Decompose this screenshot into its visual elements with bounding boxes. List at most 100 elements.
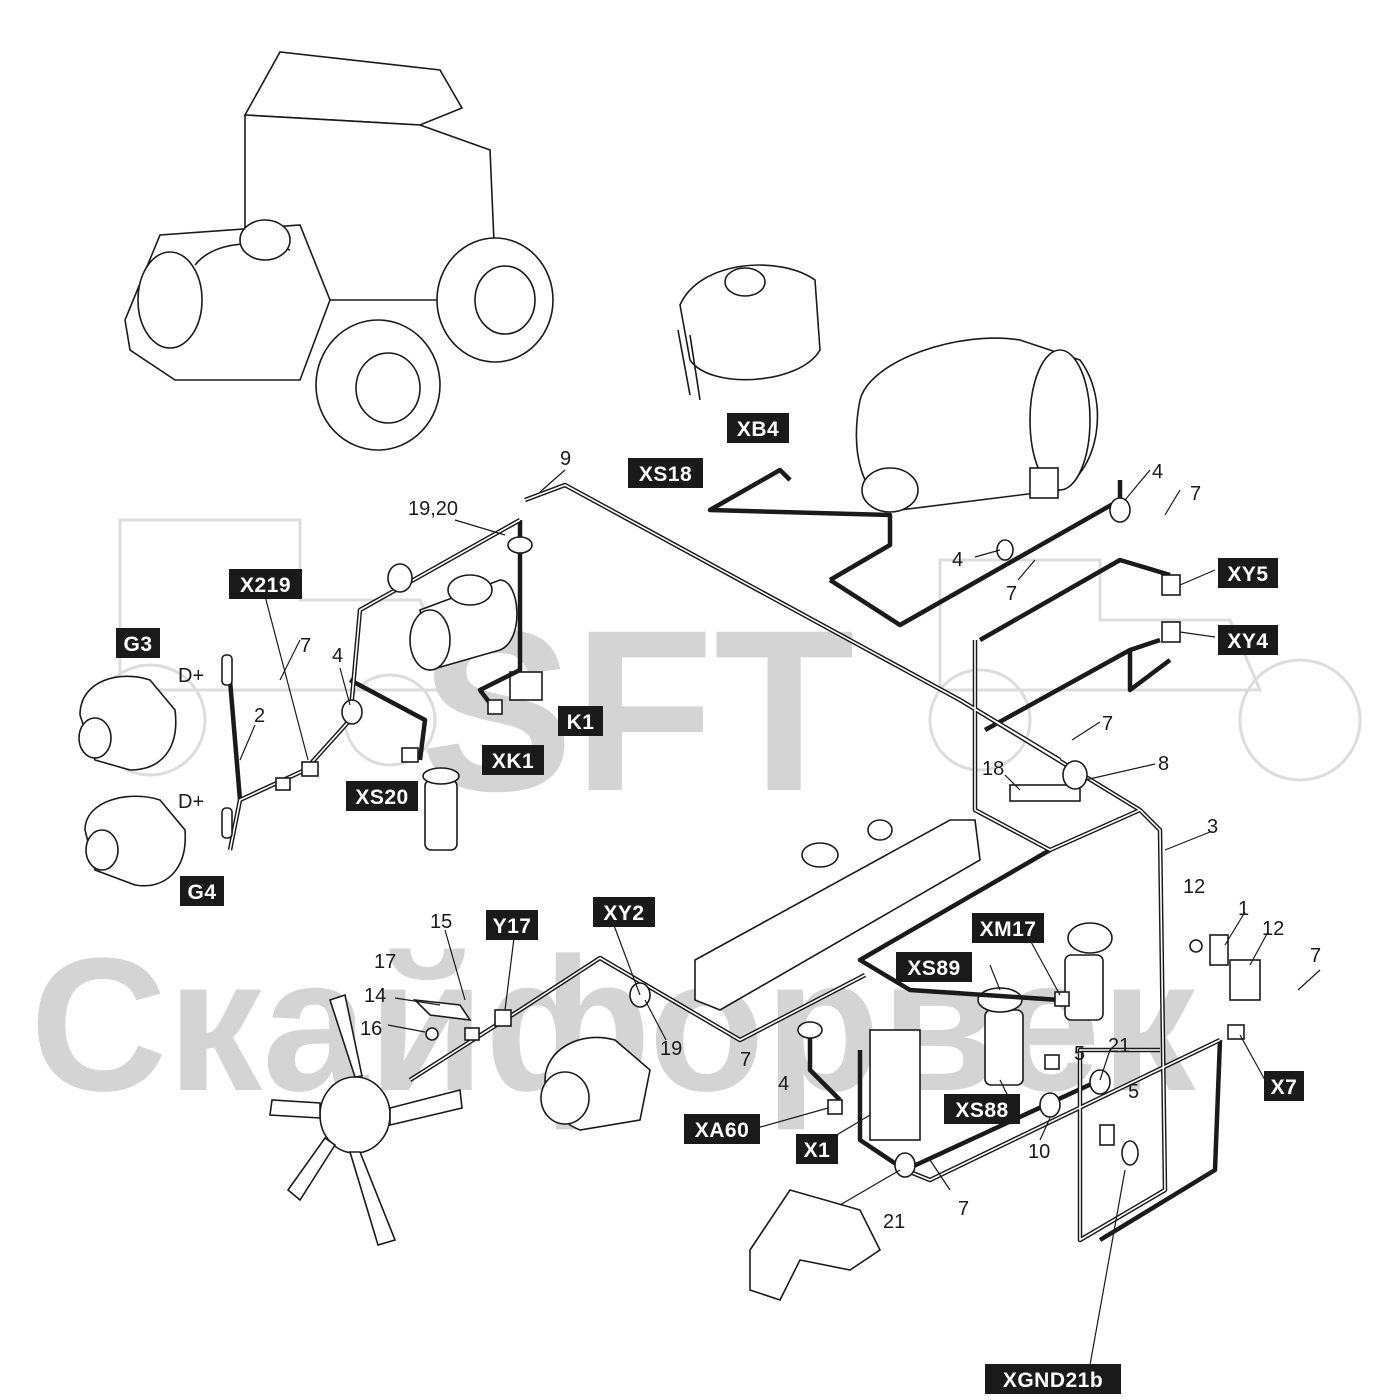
fuel-filter-xs88 xyxy=(977,987,1024,1086)
callout-number: 15 xyxy=(430,911,452,933)
callout-number: 14 xyxy=(364,985,386,1007)
connector-label-text: XS89 xyxy=(907,957,960,980)
connector-label-box xyxy=(486,910,538,940)
connector-label-box xyxy=(985,1364,1121,1394)
connector-label-text: XY2 xyxy=(603,902,644,925)
callout-c7e: 7 xyxy=(1310,945,1321,967)
connector-label-text: X7 xyxy=(1271,1076,1298,1099)
connector-label-k1: K1 xyxy=(558,706,603,736)
connector-label-xa60: XA60 xyxy=(684,1114,760,1144)
wiring-harness-inner xyxy=(229,484,1221,1241)
callout-number: 3 xyxy=(1207,816,1218,838)
connector-label-xy4: XY4 xyxy=(1218,625,1278,655)
connector-label-text: XM17 xyxy=(980,918,1037,941)
callout-c3: 3 xyxy=(1207,816,1218,838)
connector-label-box xyxy=(229,569,302,599)
connector-label-box xyxy=(896,952,972,982)
connector-label-box xyxy=(346,781,418,811)
connector-label-xs18: XS18 xyxy=(628,458,703,488)
connector-label-xs20: XS20 xyxy=(346,781,418,811)
callout-number: 4 xyxy=(332,645,343,667)
tractor-illustration xyxy=(124,51,554,451)
connector-label-box xyxy=(482,745,544,775)
connector-label-box xyxy=(727,413,789,443)
callout-number: 2 xyxy=(254,705,265,727)
tractor-front-wheel-hub xyxy=(355,352,421,424)
callout-c16: 16 xyxy=(360,1018,382,1040)
connector-label-text: XA60 xyxy=(695,1119,750,1142)
callout-number: 7 xyxy=(958,1198,969,1220)
connector-label-y17: Y17 xyxy=(486,910,538,940)
callout-number: 7 xyxy=(300,635,311,657)
connector-label-x219: X219 xyxy=(229,569,302,599)
tractor-cab-roof xyxy=(243,51,464,126)
callout-number: 10 xyxy=(1028,1141,1050,1163)
cooling-fan xyxy=(269,993,463,1246)
connector-label-text: X1 xyxy=(804,1139,831,1162)
connector-label-box xyxy=(593,897,655,927)
connector-label-box xyxy=(116,628,160,658)
tractor-fan xyxy=(137,251,203,349)
callout-c7a: 7 xyxy=(1190,483,1201,505)
callout-c12b: 12 xyxy=(1262,918,1284,940)
callout-c17: 17 xyxy=(374,951,396,973)
connector-label-box xyxy=(1218,625,1278,655)
callout-c21b: 21 xyxy=(883,1211,905,1233)
callout-number: 5 xyxy=(1128,1081,1139,1103)
connector-label-x1: X1 xyxy=(796,1134,838,1164)
connector-label-g4: G4 xyxy=(180,876,224,906)
connector-label-box xyxy=(1218,558,1278,588)
connector-label-xk1: XK1 xyxy=(482,745,544,775)
callout-c4b: 4 xyxy=(952,549,963,571)
callout-number: 4 xyxy=(1152,461,1163,483)
callout-number: 9 xyxy=(560,448,571,470)
connector-label-text: XS20 xyxy=(355,786,408,809)
callout-number: 7 xyxy=(1190,483,1201,505)
callout-number: 7 xyxy=(1102,713,1113,735)
connector-label-xgnd21b: XGND21b xyxy=(985,1364,1121,1394)
callout-c7b: 7 xyxy=(1006,583,1017,605)
callout-number: 16 xyxy=(360,1018,382,1040)
callout-number: 5 xyxy=(1074,1043,1085,1065)
tractor-rear-wheel-hub xyxy=(474,265,536,335)
intake-manifold xyxy=(694,819,981,1011)
connector-label-xy2: XY2 xyxy=(593,897,655,927)
callout-c10: 10 xyxy=(1028,1141,1050,1163)
callout-c7c: 7 xyxy=(300,635,311,657)
ac-compressor xyxy=(540,1036,651,1131)
callout-cDplus1: D+ xyxy=(178,665,204,687)
alternator-g4 xyxy=(84,795,186,887)
callout-number: 1 xyxy=(1238,898,1249,920)
callout-c21a: 21 xyxy=(1108,1035,1130,1057)
callout-number: 17 xyxy=(374,951,396,973)
callout-c14: 14 xyxy=(364,985,386,1007)
engine-bracket xyxy=(749,1189,882,1301)
connector-blocks xyxy=(221,497,1261,1178)
callout-number: D+ xyxy=(178,791,204,813)
connector-label-layer: XB4XS18X219G3G4XS20XK1K1XY5XY4Y17XY2XM17… xyxy=(116,413,1304,1394)
callout-number: D+ xyxy=(178,665,204,687)
callout-number: 19 xyxy=(660,1038,682,1060)
connector-label-xb4: XB4 xyxy=(727,413,789,443)
connector-label-text: XY4 xyxy=(1227,630,1268,653)
relay-k1 xyxy=(509,671,543,701)
callout-c5b: 5 xyxy=(1128,1081,1139,1103)
callout-number: 12 xyxy=(1262,918,1284,940)
connector-label-xs88: XS88 xyxy=(944,1094,1020,1124)
callout-number: 7 xyxy=(1006,583,1017,605)
starter-motor xyxy=(409,574,518,672)
callout-number: 21 xyxy=(1108,1035,1130,1057)
callout-number: 8 xyxy=(1158,753,1169,775)
callout-number: 4 xyxy=(778,1073,789,1095)
callout-c9: 9 xyxy=(560,448,571,470)
callout-number: 4 xyxy=(952,549,963,571)
connector-label-box xyxy=(558,706,603,736)
connector-label-text: X219 xyxy=(240,574,291,597)
callout-c15: 15 xyxy=(430,911,452,933)
callout-number: 12 xyxy=(1183,876,1205,898)
callout-c8: 8 xyxy=(1158,753,1169,775)
alternator-g3 xyxy=(78,675,177,771)
connector-label-box xyxy=(628,458,703,488)
fuel-pump-xm17 xyxy=(1064,922,1113,1021)
